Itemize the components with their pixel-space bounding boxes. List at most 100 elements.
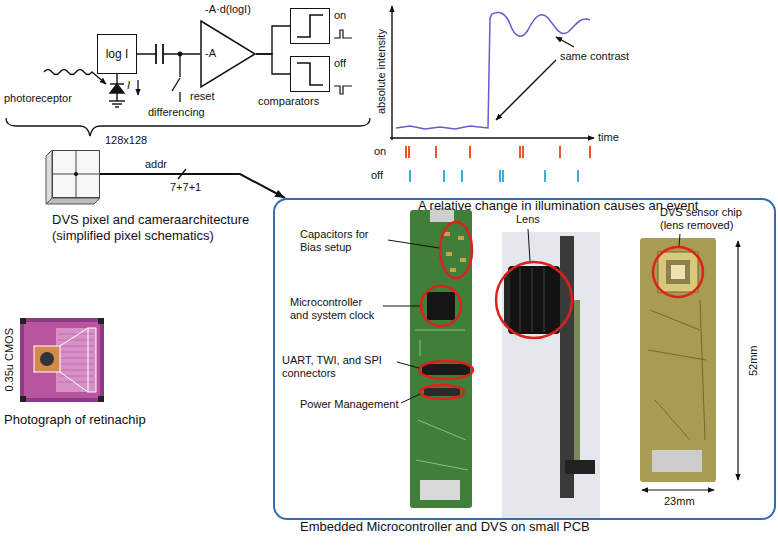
label-text: -A·d(logI) [205,3,251,16]
chip-photo [98,396,104,402]
pcb-photo [427,292,455,320]
lens-photo [565,460,595,474]
label-text: on [374,145,386,158]
label-text: DVS sensor chip (lens removed) [660,206,748,232]
chip-photo [20,318,104,402]
photodiode-symbol [112,103,122,104]
pixel-array-cube [46,150,100,204]
capacitor-symbol [162,44,164,64]
step-symbol [297,63,323,85]
grouping-brace [6,118,370,136]
annotation: same contrast [560,50,629,63]
event-pulse [334,86,352,94]
event-pulse [334,30,352,38]
pixel-array-cube [52,150,100,198]
bus-width: 7+7+1 [170,181,201,194]
node-label: log I [102,47,133,61]
chip-photo [40,352,54,366]
step-symbol [297,15,323,85]
photodiode-symbol [110,84,124,93]
chip-photo [20,318,26,324]
node-label: 128x128 [105,134,151,147]
pixel-array-cube [46,150,52,204]
amplifier-outline [201,21,255,87]
leader-line [397,362,419,368]
pcb-photo [410,208,472,508]
leader-line [401,394,420,403]
off-event-ticks [410,170,578,182]
part-label: Microcontroller and system clock [290,296,380,322]
node-label: Embedded Microcontroller and DVS on smal… [300,519,778,535]
row-label: off [371,169,383,182]
photodiode-symbol [116,93,117,101]
chip-photo [24,322,100,398]
pcb-photo [420,480,460,500]
label-text: Photograph of retinachip [4,412,146,428]
label-text: Power Management [300,398,398,411]
step-symbol [297,15,323,37]
connector-label: addr [143,158,169,171]
panel-caption: DVS pixel and cameraarchitecture (simpli… [52,212,264,243]
pcb-photo [410,210,472,508]
chip-photo [56,328,96,392]
intensity-signal [396,12,590,129]
signal-name: I [127,79,130,92]
node-label: off [334,57,372,70]
label-text: A relative change in illumination causes… [418,198,698,214]
chip-photo [60,328,88,392]
contrast-arrow [496,60,556,120]
node-label: on [334,9,372,22]
reset-switch [179,54,180,77]
pcb-photo [450,268,456,272]
label-text: 52mm [747,346,760,377]
highlight-circle [653,247,703,297]
hardware-panel: Embedded Microcontroller and DVS on smal… [273,198,776,520]
photodiode-symbol [109,100,125,101]
on-event-ticks [406,146,590,158]
label-text: 0.35u CMOS [4,328,17,392]
light-wave [44,70,106,85]
part-label: Capacitors for Bias setup [300,228,385,254]
lens-photo [508,266,560,334]
chip-photo [88,328,96,392]
comparator-box: off [290,56,330,92]
connector [256,26,290,54]
log-box: log I [97,34,137,74]
pcb-photo [422,364,470,375]
label-text: comparators [258,95,319,108]
sensor-board-photo [640,238,716,482]
pcb-photo [444,232,450,236]
sensor-board-photo [640,238,716,482]
pcb-photo [415,330,468,470]
component-label: comparators [258,95,319,108]
contrast-arrow [556,37,574,47]
photodiode-symbol [116,74,117,84]
leader-line [528,229,530,261]
label-text: 7+7+1 [170,181,201,194]
lens-photo [574,300,580,460]
node-label: -A [205,47,261,60]
row-label: on [374,145,386,158]
sensor-board-photo [648,300,706,440]
label-text: time [598,131,619,144]
dimension-arrow [642,489,714,490]
dimension-arrow [737,241,738,480]
chip-photo [20,396,26,402]
chip-photo [98,318,104,324]
highlight-circle [440,222,472,278]
chip-photo [20,318,104,402]
capacitor-symbol [156,44,163,64]
sensor-board-photo [671,265,685,279]
leader-line [679,234,680,246]
label-text: differencing [148,106,205,119]
highlight-circle [419,222,703,399]
label-text: 23mm [664,495,695,508]
lens-photo [502,232,600,518]
label-text: same contrast [560,50,629,63]
chart-axis [390,6,594,140]
chart-axis [390,137,594,138]
pcb-photo [424,388,460,396]
connector [256,54,290,74]
photodiode-symbol [115,106,119,107]
